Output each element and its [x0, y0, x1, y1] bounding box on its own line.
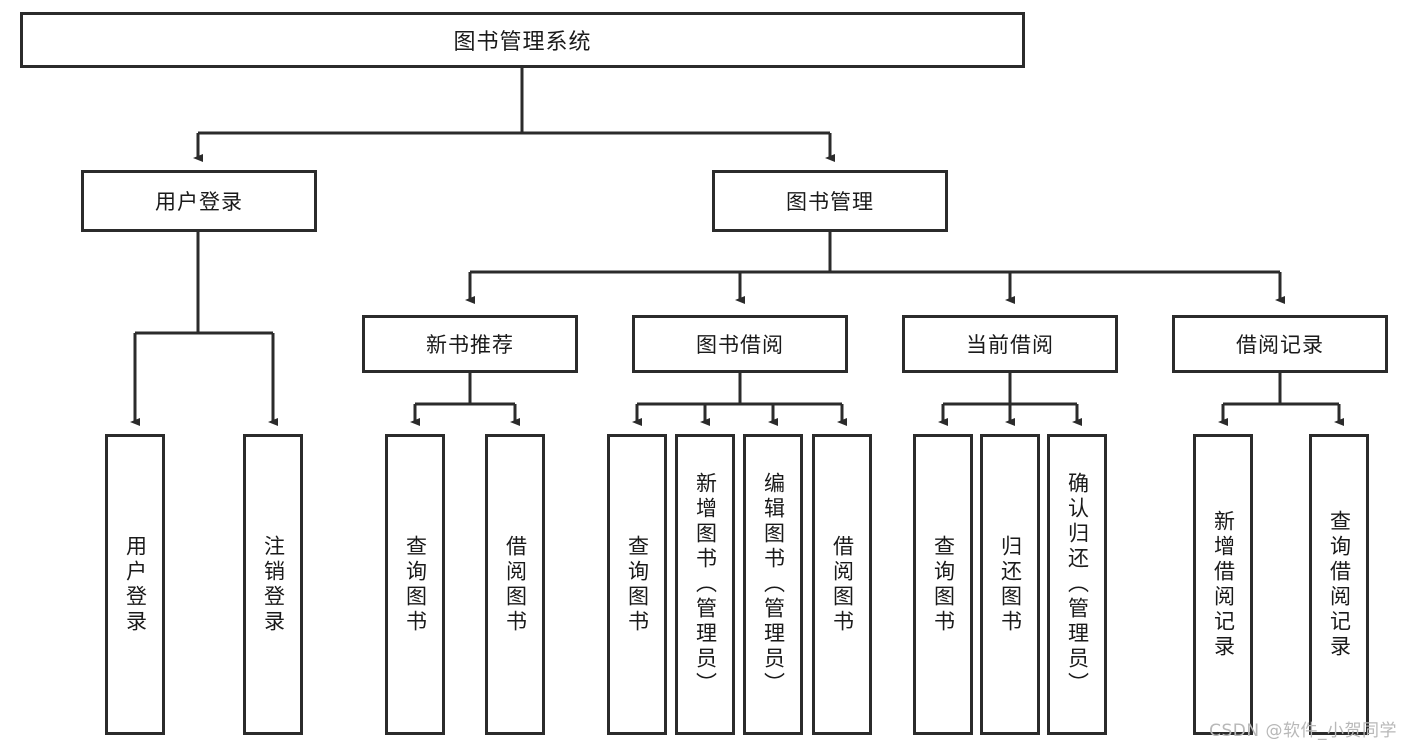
leaf-logout-login[interactable]: 注销登录	[243, 434, 303, 735]
node-label: 注销登录	[261, 534, 286, 635]
node-label: 编辑图书（管理员）	[761, 472, 786, 697]
node-label: 图书管理系统	[453, 30, 592, 55]
node-label: 新增图书（管理员）	[693, 472, 718, 697]
node-label: 归还图书	[998, 534, 1023, 635]
node-label: 借阅图书	[503, 534, 528, 635]
node-book-management-system[interactable]: 图书管理系统	[20, 12, 1025, 68]
node-label: 查询图书	[403, 534, 428, 635]
leaf-return-book[interactable]: 归还图书	[980, 434, 1040, 735]
node-new-book-recommend[interactable]: 新书推荐	[362, 315, 578, 373]
leaf-borrow-book-recommend[interactable]: 借阅图书	[485, 434, 545, 735]
leaf-confirm-return-admin[interactable]: 确认归还（管理员）	[1047, 434, 1107, 735]
node-label: 图书借阅	[696, 333, 784, 357]
node-book-borrow[interactable]: 图书借阅	[632, 315, 848, 373]
leaf-query-book-borrow[interactable]: 查询图书	[607, 434, 667, 735]
node-current-borrow[interactable]: 当前借阅	[902, 315, 1118, 373]
node-label: 查询图书	[931, 534, 956, 635]
node-label: 用户登录	[123, 534, 148, 635]
node-label: 图书管理	[786, 190, 874, 214]
node-label: 用户登录	[155, 190, 243, 214]
node-label: 当前借阅	[966, 333, 1054, 357]
node-borrow-record[interactable]: 借阅记录	[1172, 315, 1388, 373]
node-user-login[interactable]: 用户登录	[81, 170, 317, 232]
node-label: 查询借阅记录	[1327, 509, 1352, 660]
node-book-management[interactable]: 图书管理	[712, 170, 948, 232]
leaf-edit-book-admin[interactable]: 编辑图书（管理员）	[743, 434, 803, 735]
leaf-add-book-admin[interactable]: 新增图书（管理员）	[675, 434, 735, 735]
node-label: 借阅图书	[830, 534, 855, 635]
leaf-query-book-recommend[interactable]: 查询图书	[385, 434, 445, 735]
node-label: 查询图书	[625, 534, 650, 635]
leaf-add-borrow-record[interactable]: 新增借阅记录	[1193, 434, 1253, 735]
leaf-borrow-book[interactable]: 借阅图书	[812, 434, 872, 735]
csdn-watermark: CSDN @软件_小贺同学	[1209, 721, 1397, 741]
node-label: 借阅记录	[1236, 333, 1324, 357]
node-label: 新书推荐	[426, 333, 514, 357]
leaf-query-book-current[interactable]: 查询图书	[913, 434, 973, 735]
node-label: 新增借阅记录	[1211, 509, 1236, 660]
leaf-user-login[interactable]: 用户登录	[105, 434, 165, 735]
leaf-query-borrow-record[interactable]: 查询借阅记录	[1309, 434, 1369, 735]
node-label: 确认归还（管理员）	[1065, 472, 1090, 697]
